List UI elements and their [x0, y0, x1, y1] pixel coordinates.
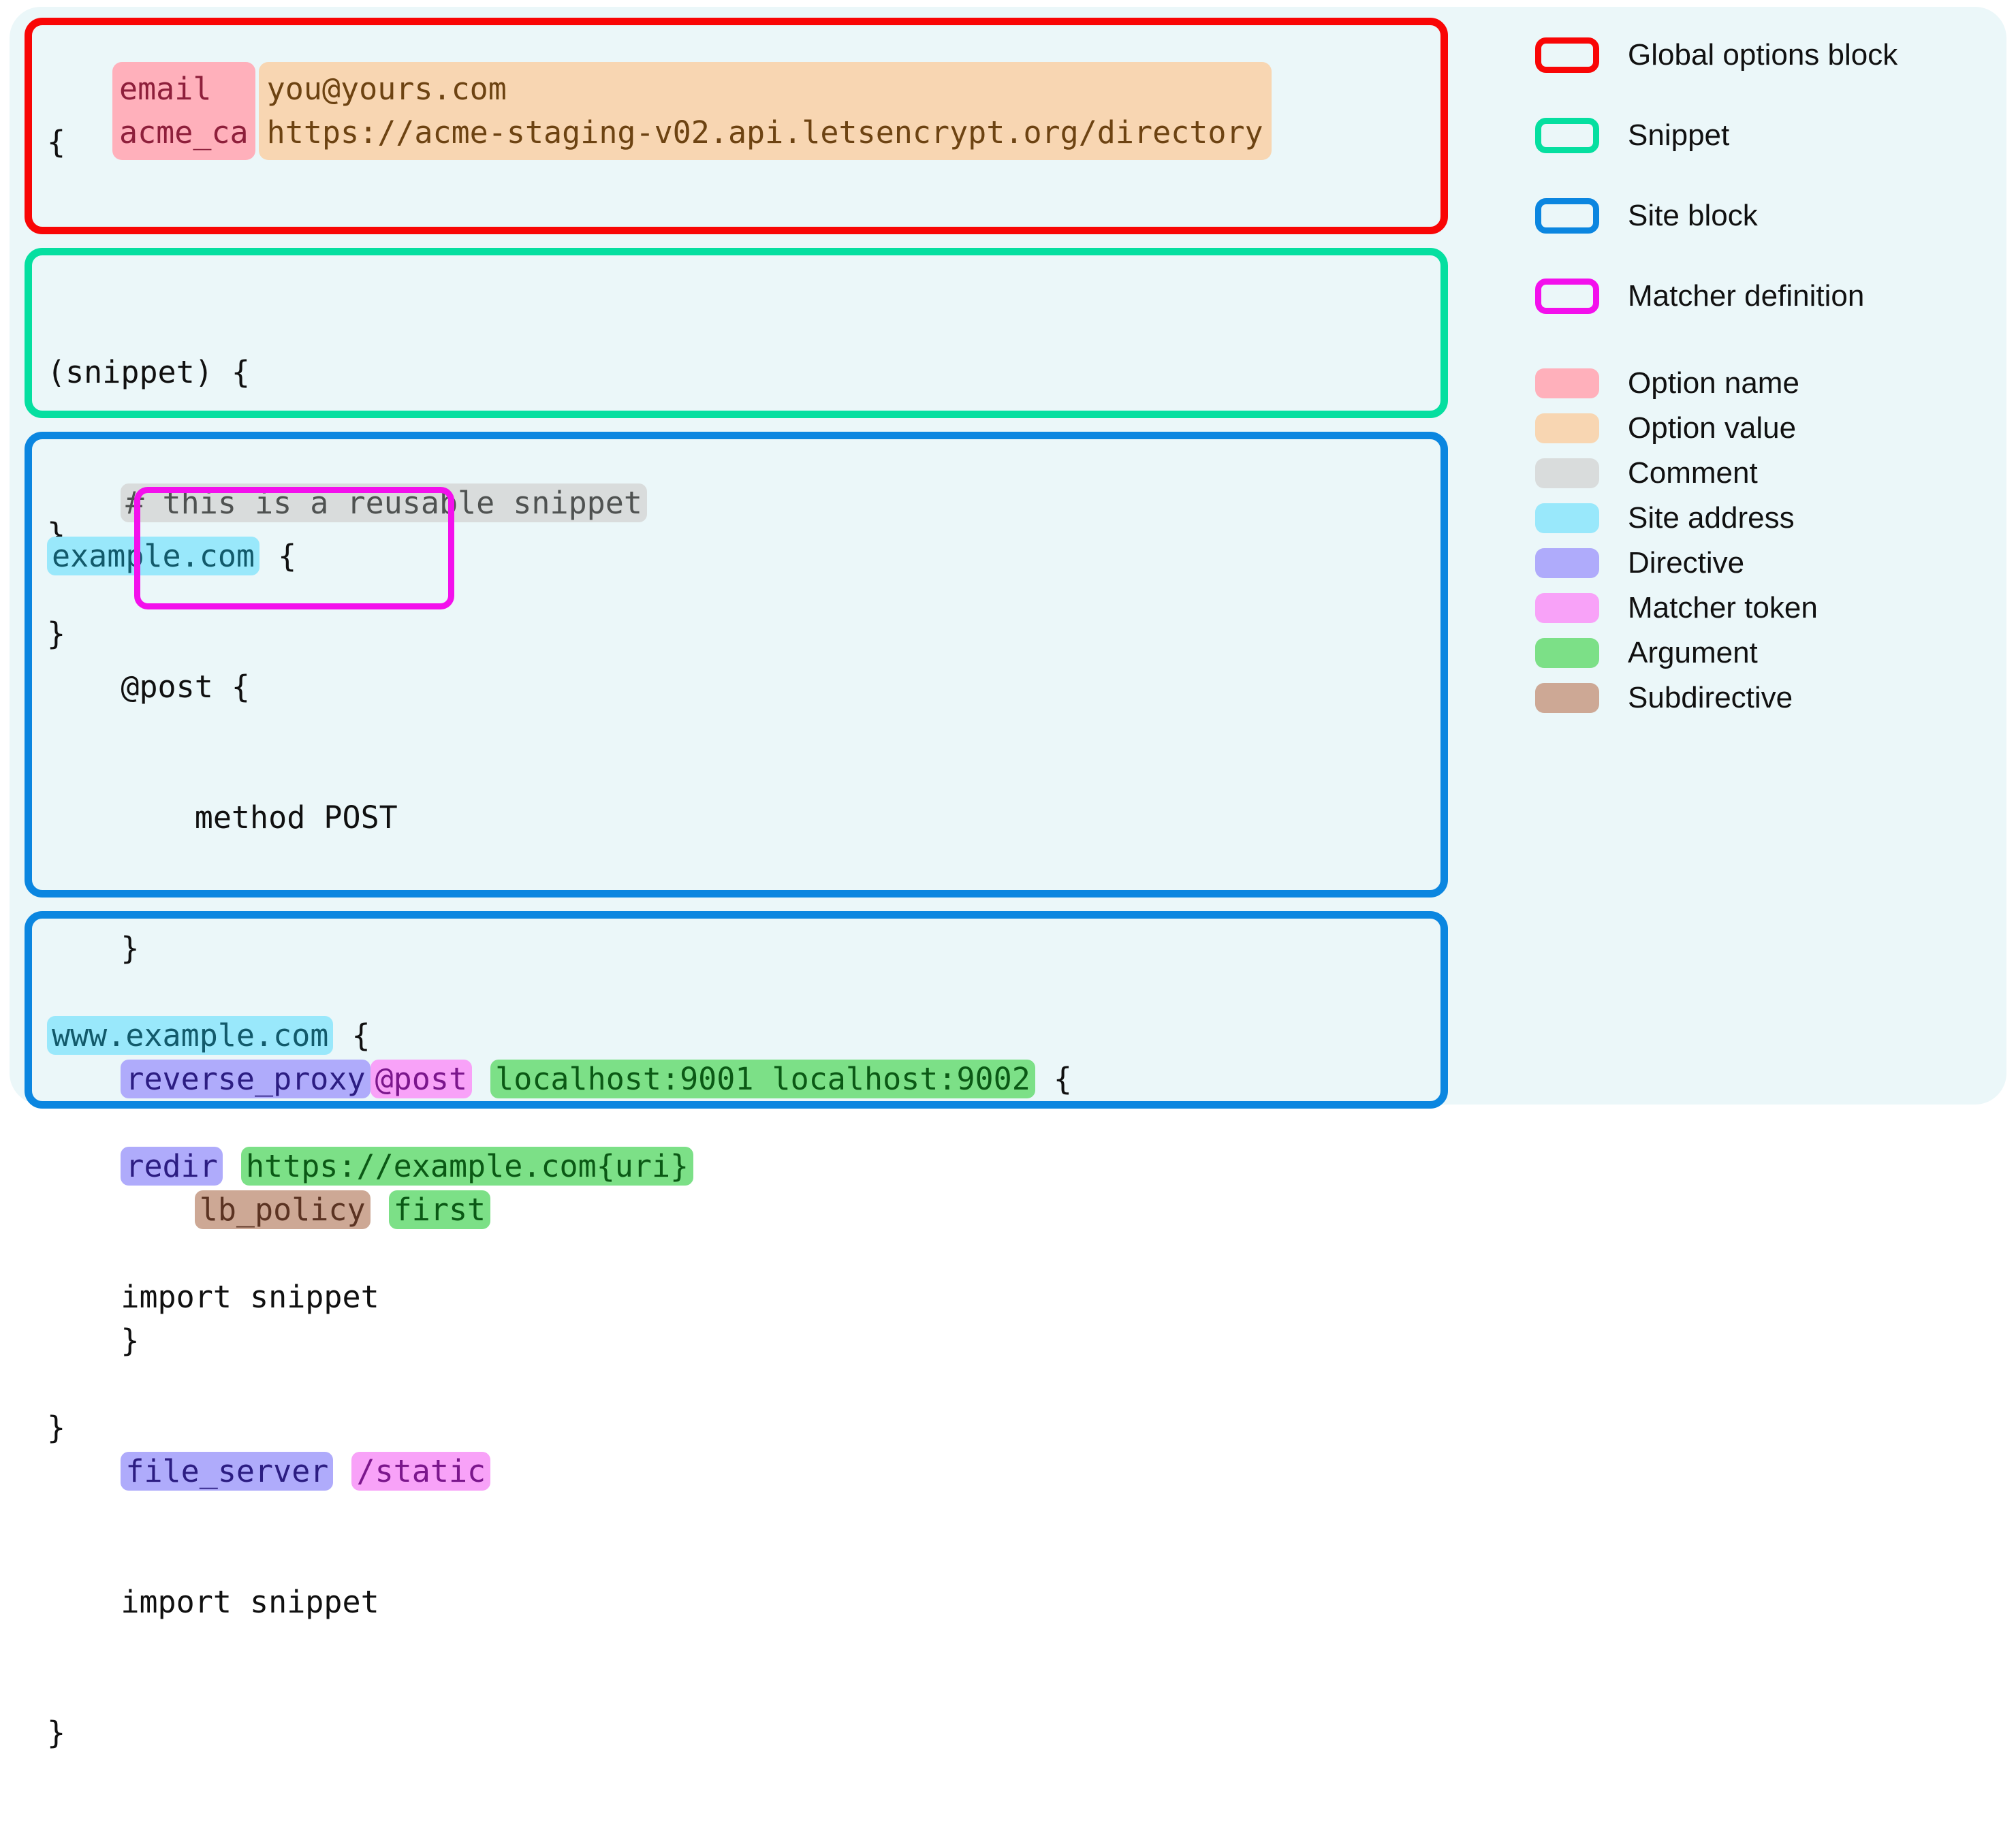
diagram-card: { } email acme_ca you@yours.com https://…: [10, 7, 2006, 1751]
legend-item-matcher-definition: Matcher definition: [1535, 275, 2005, 317]
legend-label-directive: Directive: [1628, 546, 1745, 579]
legend-swatch-subdirective: [1535, 683, 1599, 713]
matcher-def-method: method POST: [194, 799, 398, 836]
matcher-def-close: }: [121, 930, 140, 966]
import-line: import snippet: [47, 1581, 1434, 1624]
legend-item-option-name: Option name: [1535, 366, 2005, 400]
site-www-close-line: }: [47, 1406, 1434, 1450]
site-header-line: example.com {: [47, 535, 1434, 578]
argument-token-redir-target: https://example.com{uri}: [240, 1147, 694, 1186]
legend-label-matcher-token: Matcher token: [1628, 591, 1818, 624]
option-name-email: email: [119, 71, 212, 107]
matcher-def-line-3: }: [47, 927, 1434, 970]
site-www-header-line: www.example.com {: [47, 1014, 1434, 1058]
global-options-pairs: email acme_ca you@yours.com https://acme…: [112, 62, 1272, 160]
option-name-acme-ca: acme_ca: [119, 114, 249, 150]
option-value-acme-ca: https://acme-staging-v02.api.letsencrypt…: [266, 114, 1263, 150]
legend-outline-swatch-global: [1535, 37, 1599, 73]
legend-item-option-value: Option value: [1535, 411, 2005, 445]
legend-item-site-block: Site block: [1535, 195, 2005, 237]
option-value-column: you@yours.com https://acme-staging-v02.a…: [258, 62, 1272, 160]
legend-item-global-options-block: Global options block: [1535, 34, 2005, 76]
legend: Global options block Snippet Site block …: [1535, 34, 2005, 726]
import-line-www: import snippet: [47, 1275, 1434, 1319]
legend-swatch-argument: [1535, 638, 1599, 668]
site-block-www-code: www.example.com { redir https://example.…: [47, 927, 1434, 1537]
redir-line: redir https://example.com{uri}: [47, 1145, 1434, 1188]
legend-label-comment: Comment: [1628, 456, 1758, 490]
site-address-token-www: www.example.com: [47, 1016, 334, 1055]
caddyfile-code-column: { } email acme_ca you@yours.com https://…: [25, 18, 1448, 1751]
matcher-def-open: @post {: [121, 669, 251, 705]
legend-swatch-option-name: [1535, 368, 1599, 398]
legend-outline-swatch-site: [1535, 198, 1599, 234]
legend-label-option-value: Option value: [1628, 411, 1797, 445]
diagram-canvas: { } email acme_ca you@yours.com https://…: [10, 7, 2006, 1751]
legend-item-matcher-token: Matcher token: [1535, 591, 2005, 625]
legend-outline-group: Global options block Snippet Site block …: [1535, 34, 2005, 317]
legend-outline-swatch-matcher: [1535, 279, 1599, 314]
global-open-brace-line: {: [47, 121, 1434, 164]
site-close-brace: }: [47, 1715, 66, 1751]
reverse-proxy-open-brace: {: [1053, 1061, 1073, 1097]
legend-outline-swatch-snippet: [1535, 118, 1599, 153]
legend-label-subdirective: Subdirective: [1628, 681, 1793, 714]
matcher-token-post: @post: [370, 1060, 473, 1098]
legend-item-directive: Directive: [1535, 546, 2005, 580]
snippet-block: (snippet) { # this is a reusable snippet…: [25, 248, 1448, 652]
legend-label-site-block: Site block: [1628, 199, 1758, 232]
option-name-column: email acme_ca: [112, 62, 255, 160]
site-www-open-brace: {: [351, 1017, 371, 1053]
site-www-close-brace: }: [47, 1410, 66, 1446]
argument-token-upstreams: localhost:9001 localhost:9002: [490, 1060, 1035, 1098]
legend-swatch-matcher-token: [1535, 593, 1599, 623]
global-options-code: { }: [47, 33, 1434, 644]
legend-label-argument: Argument: [1628, 636, 1758, 669]
legend-label-snippet: Snippet: [1628, 118, 1730, 152]
site-block-example-com: example.com { @post { method POST } reve…: [25, 432, 1448, 1751]
site-block-www-example-com: www.example.com { redir https://example.…: [25, 911, 1448, 1446]
matcher-def-line-1: @post {: [47, 665, 1434, 709]
legend-swatch-comment: [1535, 458, 1599, 488]
legend-label-option-name: Option name: [1628, 366, 1799, 400]
directive-token-reverse-proxy: reverse_proxy: [121, 1060, 371, 1098]
site-address-token: example.com: [47, 537, 260, 575]
legend-item-site-address: Site address: [1535, 501, 2005, 535]
legend-item-subdirective: Subdirective: [1535, 681, 2005, 715]
site-open-brace: {: [278, 538, 297, 574]
legend-swatch-directive: [1535, 548, 1599, 578]
snippet-close-line: }: [47, 612, 1434, 656]
legend-label-matcher-definition: Matcher definition: [1628, 279, 1865, 313]
site-close-line: }: [47, 1711, 1434, 1755]
legend-item-comment: Comment: [1535, 456, 2005, 490]
directive-token-redir: redir: [121, 1147, 223, 1186]
reverse-proxy-line: reverse_proxy@post localhost:9001 localh…: [47, 1058, 1434, 1101]
legend-swatch-option-value: [1535, 413, 1599, 443]
global-options-block: { } email acme_ca you@yours.com https://…: [25, 18, 1448, 552]
legend-label-global-options-block: Global options block: [1628, 38, 1898, 72]
legend-swatch-group: Option name Option value Comment Site ad…: [1535, 366, 2005, 715]
legend-item-argument: Argument: [1535, 636, 2005, 670]
import-statement: import snippet: [121, 1584, 379, 1620]
legend-swatch-site-address: [1535, 503, 1599, 533]
option-value-email: you@yours.com: [266, 71, 507, 107]
snippet-close-brace: }: [47, 616, 66, 652]
legend-item-snippet: Snippet: [1535, 114, 2005, 157]
import-statement-www: import snippet: [121, 1279, 379, 1315]
legend-label-site-address: Site address: [1628, 501, 1795, 535]
global-open-brace: {: [47, 124, 66, 160]
snippet-header-line: (snippet) {: [47, 351, 1434, 394]
snippet-header: (snippet) {: [47, 354, 251, 390]
matcher-def-line-2: method POST: [47, 796, 1434, 840]
